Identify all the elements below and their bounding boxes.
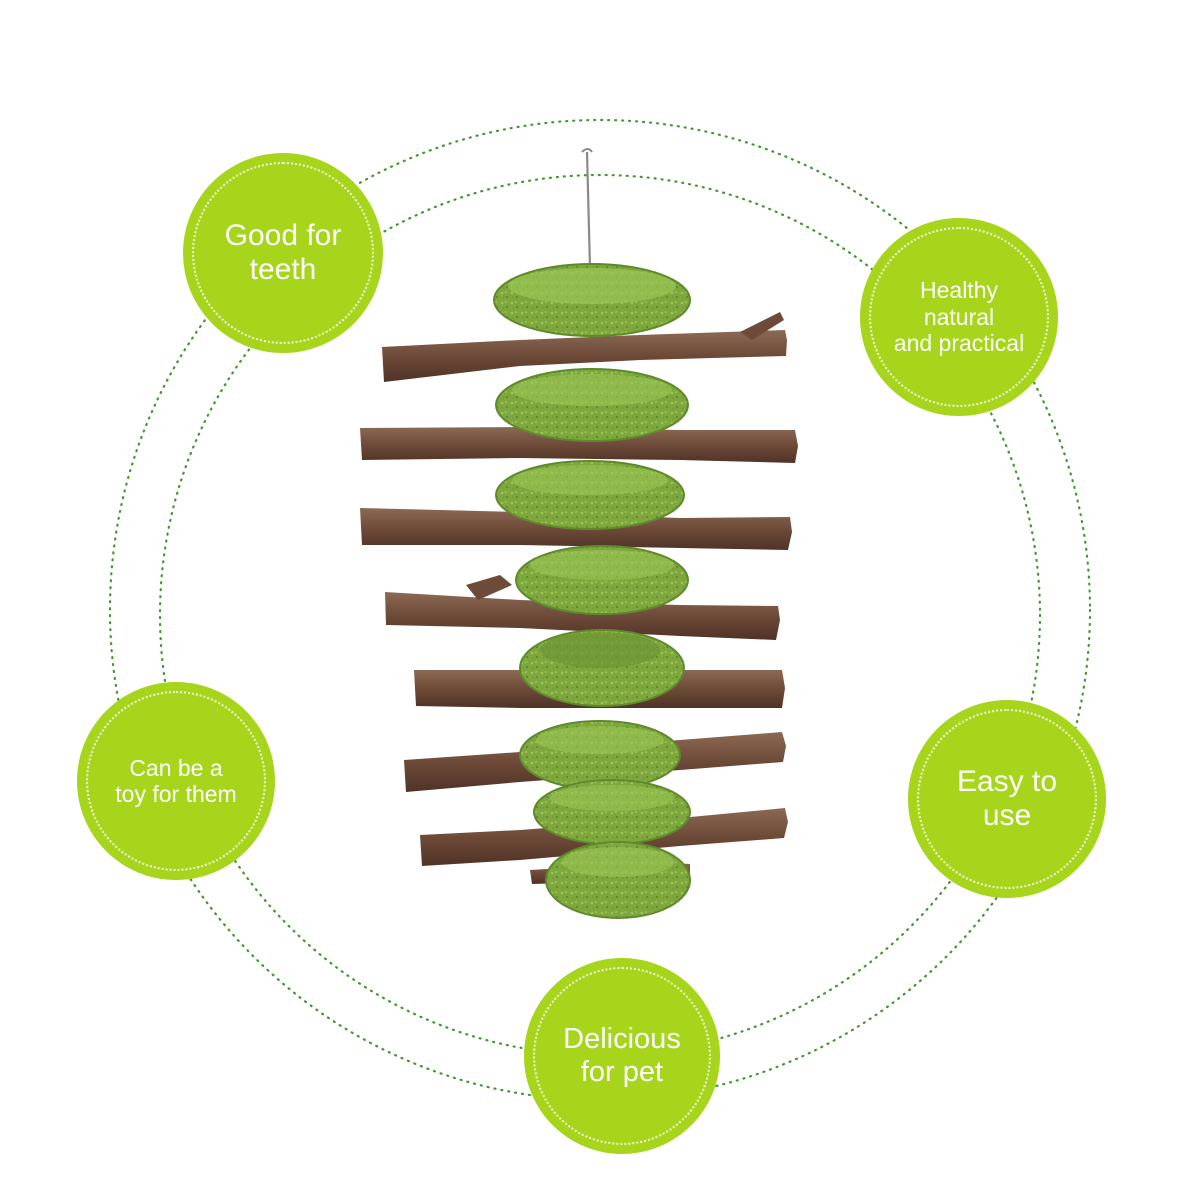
badge-label: Delicious for pet bbox=[563, 1022, 681, 1088]
hanging-hook-icon bbox=[581, 148, 593, 269]
hay-disc bbox=[519, 629, 685, 707]
badge-label: Can be a toy for them bbox=[115, 754, 237, 807]
badge-label: Good for teeth bbox=[224, 218, 342, 287]
hay-disc bbox=[515, 545, 689, 615]
hay-stick-toy bbox=[360, 263, 798, 919]
badge-delicious-for-pet: Delicious for pet bbox=[524, 958, 720, 1154]
hay-disc bbox=[495, 460, 685, 530]
badge-easy-to-use: Easy to use bbox=[908, 700, 1106, 898]
inner-dotted-ring bbox=[158, 173, 1042, 1057]
hay-disc bbox=[545, 841, 691, 919]
hay-disc bbox=[533, 779, 691, 845]
wood-stick bbox=[385, 575, 780, 640]
badge-label: Easy to use bbox=[956, 764, 1058, 833]
wood-stick bbox=[360, 427, 798, 463]
hay-disc bbox=[495, 368, 689, 442]
hay-disc bbox=[493, 263, 691, 337]
hay-disc bbox=[519, 720, 681, 790]
badge-toy-for-them: Can be a toy for them bbox=[77, 682, 275, 880]
badge-good-for-teeth: Good for teeth bbox=[183, 153, 383, 353]
wood-stick bbox=[382, 312, 787, 382]
badge-label: Healthy natural and practical bbox=[893, 277, 1025, 357]
badge-healthy-natural: Healthy natural and practical bbox=[860, 218, 1058, 416]
